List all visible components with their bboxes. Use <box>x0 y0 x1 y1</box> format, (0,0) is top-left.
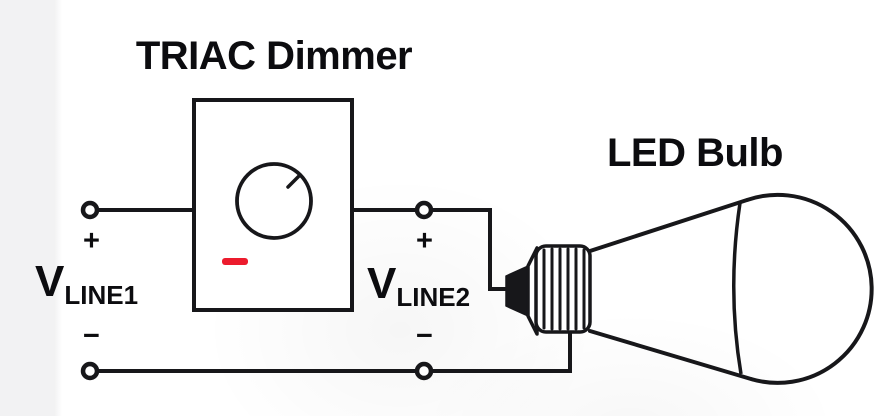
vline2-plus-sign: + <box>416 225 433 257</box>
vline1-label: VLINE1 <box>35 257 139 310</box>
terminals <box>80 200 434 381</box>
bulb-globe-seam-line <box>732 202 743 375</box>
terminal-vline2-minus-icon <box>414 361 434 381</box>
bulb-base-contact-tip-icon <box>505 265 529 317</box>
vline2-label: VLINE2 <box>367 259 471 312</box>
dimmer-title: TRIAC Dimmer <box>135 34 413 78</box>
vline1-minus-sign: − <box>83 320 100 352</box>
terminal-vline2-plus-icon <box>414 200 434 220</box>
triac-dimmer-box <box>192 98 354 312</box>
page-left-margin-strip <box>0 0 62 416</box>
vline1-symbol: V <box>35 257 65 306</box>
bulb-title: LED Bulb <box>607 131 783 175</box>
vline1-subscript: LINE1 <box>64 280 139 310</box>
terminal-vline1-minus-icon <box>80 361 100 381</box>
knob-pointer-icon <box>286 173 302 189</box>
screw-thread-ridges-icon <box>542 247 586 331</box>
bulb-neck-bottom-line <box>588 329 753 381</box>
dimmer-minus-indicator-icon <box>222 258 248 265</box>
dimmer-knob-icon <box>235 162 313 240</box>
vline1-plus-sign: + <box>83 225 100 257</box>
bulb-globe-icon <box>746 192 874 385</box>
vline2-subscript: LINE2 <box>396 282 471 312</box>
terminal-vline1-plus-icon <box>80 200 100 220</box>
vline2-symbol: V <box>367 259 397 308</box>
dimmer-outline <box>192 98 354 312</box>
wire-return-bottom <box>98 330 572 373</box>
led-bulb-drawing <box>505 192 874 385</box>
vline2-minus-sign: − <box>416 320 433 352</box>
bulb-neck-top-line <box>588 198 749 253</box>
